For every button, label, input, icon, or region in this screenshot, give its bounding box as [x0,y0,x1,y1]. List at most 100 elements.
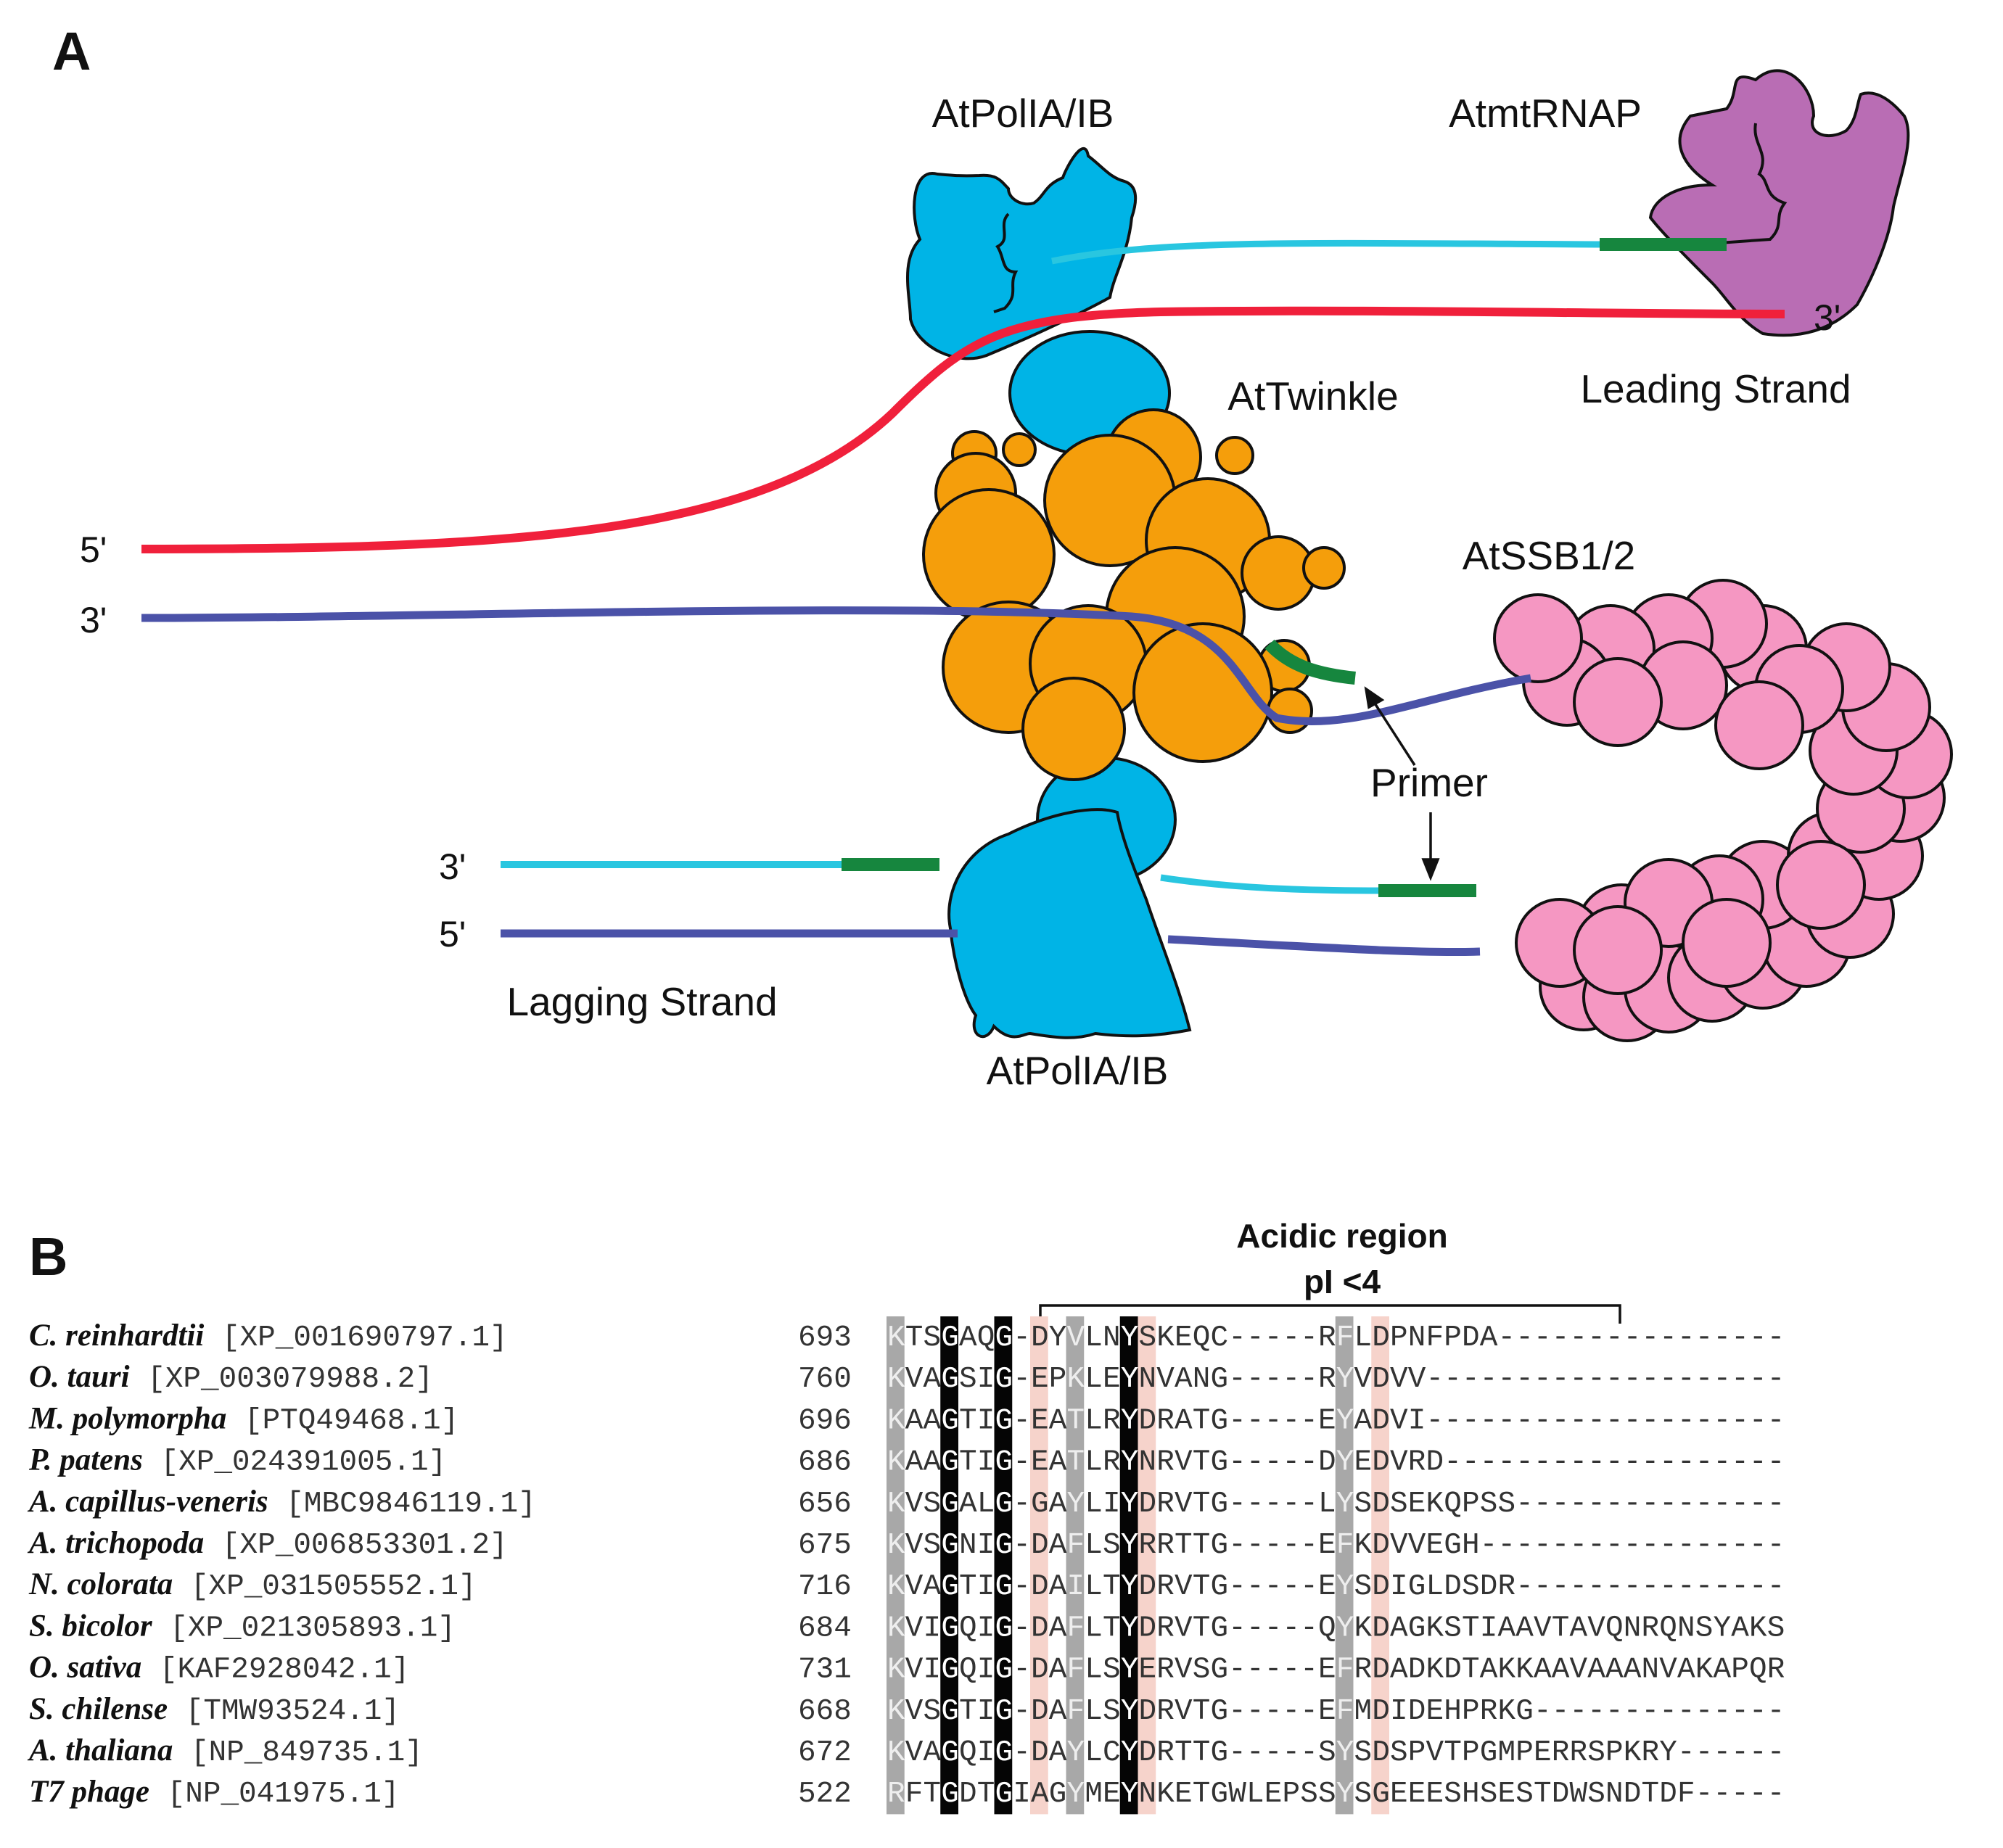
sequence: KAAGTIG-EATLRYDRATG-----EYADVI----------… [887,1404,1785,1437]
panel-b-label: B [29,1226,68,1287]
identical-residue-column [994,1316,1013,1815]
species-name: O. tauri [XP_003079988.2] [29,1360,433,1396]
species-name: N. colorata [XP_031505552.1] [28,1567,477,1604]
start-position: 696 [798,1404,852,1437]
start-position: 686 [798,1446,852,1480]
species-name: A. capillus-veneris [MBC9846119.1] [27,1485,536,1521]
identical-residue-column [1119,1316,1138,1815]
acidic-residue-column [1371,1316,1389,1815]
species-name: A. trichopoda [XP_006853301.2] [27,1526,508,1562]
accession-id: [XP_024391005.1] [143,1446,446,1480]
acidic-region-title: Acidic region [1236,1217,1447,1255]
acidic-residue-column [1030,1316,1048,1815]
acidic-region-subtitle: pI <4 [1304,1263,1381,1300]
similar-residue-column [1335,1316,1354,1815]
label-twinkle: AtTwinkle [1227,374,1398,418]
label-primer: Primer [1370,760,1488,805]
alignment-row: O. tauri [XP_003079988.2] 760 KVAGSIG-EPKL… [29,1360,1785,1396]
alignment-row: A. capillus-veneris [MBC9846119.1] 656 KVS… [27,1485,1785,1521]
new-leading-strand [1051,239,1611,265]
start-position: 760 [798,1363,852,1396]
similar-residue-column [887,1316,905,1815]
sequence: KVAGTIG-DAILTYDRVTG-----EYSDIGLDSDR-----… [887,1570,1785,1604]
sequence: KVAGQIG-DAYLCYDRTTG-----SYSDSPVTPGMPERRS… [887,1736,1785,1770]
species-name: S. chilense [TMW93524.1] [29,1692,400,1728]
sequence: KVIGQIG-DAFLTYDRVTG-----QYKDAGKSTIAAVTAV… [887,1612,1785,1645]
sequence: KVAGSIG-EPKLEYNVANG-----RYVDVV----------… [887,1363,1785,1396]
label-leading-strand: Leading Strand [1580,366,1851,411]
species-name: C. reinhardtii [XP_001690797.1] [29,1319,508,1355]
alignment-row: M. polymorpha [PTQ49468.1] 696 KAAGTIG-EAT… [28,1401,1785,1437]
alignment-shading [887,1316,1389,1815]
okazaki-strand-right [1160,874,1383,894]
label-lagging-5prime: 5' [439,914,466,954]
species-name: M. polymorpha [PTQ49468.1] [28,1401,458,1437]
polymerase-bottom-shape [947,808,1192,1039]
label-polymerase-bottom: AtPolIA/IB [987,1048,1169,1093]
species-name: P. patens [XP_024391005.1] [28,1443,446,1480]
ssb-coated-strand [1493,579,1953,1042]
identical-residue-column [940,1316,958,1815]
primer-arrows [1364,686,1440,881]
label-parent-5prime: 5' [80,529,107,570]
label-rnap: AtmtRNAP [1449,91,1642,136]
start-position: 672 [798,1736,852,1770]
accession-id: [XP_001690797.1] [204,1321,507,1355]
start-position: 693 [798,1321,852,1355]
replication-fork-diagram: AtPolIA/IB AtmtRNAP AtTwinkle Leading St… [80,69,1953,1093]
alignment-row: S. chilense [TMW93524.1] 668 KVSGTIG-DAFLS… [29,1692,1785,1728]
acidic-region-bracket [1039,1304,1621,1324]
label-parent-3prime: 3' [80,600,107,640]
start-position: 675 [798,1529,852,1562]
sequence: KVSGALG-GAYLIYDRVTG-----LYSDSEKQPSS-----… [887,1488,1785,1521]
accession-id: [MBC9846119.1] [268,1488,536,1521]
polymerase-top-shape [906,147,1138,360]
start-position: 731 [798,1654,852,1687]
accession-id: [NP_041975.1] [149,1778,399,1811]
polymerase-top-cleft [993,213,1019,313]
sequence: KVSGTIG-DAFLSYDRVTG-----EFMDIDEHPRKG----… [887,1695,1785,1728]
start-position: 522 [798,1778,852,1811]
alignment-row: A. trichopoda [XP_006853301.2] 675 KVSGNIG… [27,1526,1785,1562]
label-polymerase-top: AtPolIA/IB [932,91,1114,136]
label-leading-3prime: 3' [1814,297,1840,338]
alignment-row: O. sativa [KAF2928042.1] 731 KVIGQIG-DAFLS… [29,1651,1785,1687]
start-position: 668 [798,1695,852,1728]
alignment-rows: C. reinhardtii [XP_001690797.1] 693 KTSGAQ… [27,1319,1785,1811]
accession-id: [KAF2928042.1] [141,1654,409,1687]
lagging-template-strand [141,606,1531,726]
accession-id: [XP_031505552.1] [173,1570,476,1604]
accession-id: [XP_003079988.2] [130,1363,433,1396]
sequence: KTSGAQG-DYVLNYSKEQC-----RFLDPNFPDA------… [887,1321,1785,1355]
accession-id: [XP_021305893.1] [152,1612,456,1645]
panel-a-label: A [52,21,91,81]
accession-id: [XP_006853301.2] [204,1529,507,1562]
start-position: 656 [798,1488,852,1521]
species-name: S. bicolor [XP_021305893.1] [29,1609,456,1645]
accession-id: [PTQ49468.1] [226,1404,458,1437]
alignment-row: P. patens [XP_024391005.1] 686 KAAGTIG-EAT… [28,1443,1785,1480]
twinkle-helicase [922,408,1346,781]
accession-id: [NP_849735.1] [173,1736,422,1770]
species-name: T7 phage [NP_041975.1] [29,1775,400,1811]
sequence: KVSGNIG-DAFLSYRRTTG-----EFKDVVEGH-------… [887,1529,1785,1562]
species-name: O. sativa [KAF2928042.1] [29,1651,409,1687]
sequence: KVIGQIG-DAFLSYERVSG-----EFRDADKDTAKKAAVA… [887,1654,1785,1687]
alignment-row: C. reinhardtii [XP_001690797.1] 693 KTSGAQ… [29,1319,1785,1355]
alignment-row: T7 phage [NP_041975.1] 522 RFTGDTGIAGYMEYN… [29,1775,1785,1811]
rnap-shape [1648,69,1910,337]
sequence: RFTGDTGIAGYMEYNKETGWLEPSSYSGEEESHSESTDWS… [887,1778,1785,1811]
rnap-cleft [1719,123,1788,244]
similar-residue-column [1066,1316,1085,1815]
accession-id: [TMW93524.1] [168,1695,400,1728]
sequence: KAAGTIG-EATLRYNRVTG-----DYEDVRD---------… [887,1446,1785,1480]
acidic-residue-column [1138,1316,1156,1815]
new-primer-at-helicase [1264,639,1356,685]
leading-template-strand [141,306,1785,553]
lagging-template-lower [501,929,1481,957]
label-ssb: AtSSB1/2 [1463,533,1635,578]
